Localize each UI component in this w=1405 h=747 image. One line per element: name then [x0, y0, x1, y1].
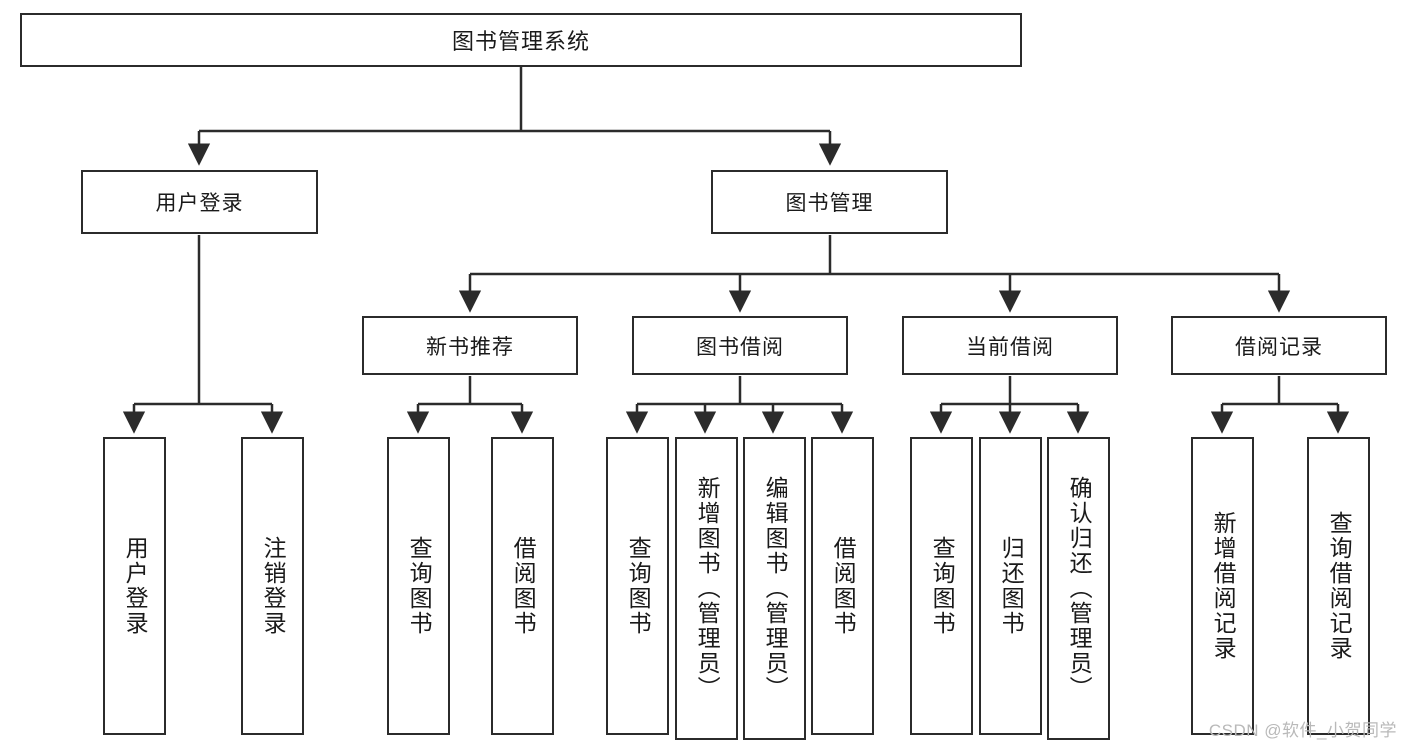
- node-label: 当前借阅: [966, 335, 1054, 359]
- node-label: 查询图书: [406, 536, 433, 636]
- node-label: 编辑图书（管理员）: [762, 476, 789, 701]
- node-label: 图书管理: [785, 192, 874, 215]
- leaf-user-login-logout[interactable]: 注销登录: [241, 437, 304, 735]
- leaf-book-borrow-borrow-books[interactable]: 借阅图书: [811, 437, 874, 735]
- node-label: 查询图书: [625, 536, 652, 636]
- node-label: 归还图书: [998, 536, 1025, 636]
- leaf-current-borrow-query-books[interactable]: 查询图书: [910, 437, 973, 735]
- node-label: 新书推荐: [426, 335, 514, 359]
- node-book-borrowing[interactable]: 图书借阅: [632, 316, 848, 375]
- leaf-book-borrow-query-books[interactable]: 查询图书: [606, 437, 669, 735]
- node-label: 查询图书: [929, 536, 956, 636]
- node-label: 借阅记录: [1235, 335, 1323, 359]
- leaf-current-borrow-confirm-return-admin[interactable]: 确认归还（管理员）: [1047, 437, 1110, 740]
- node-label: 用户登录: [122, 536, 149, 636]
- leaf-user-login-login[interactable]: 用户登录: [103, 437, 166, 735]
- node-label: 确认归还（管理员）: [1066, 476, 1093, 701]
- node-label: 注销登录: [260, 536, 287, 636]
- leaf-new-book-borrow-books[interactable]: 借阅图书: [491, 437, 554, 735]
- node-new-book-recommendation[interactable]: 新书推荐: [362, 316, 578, 375]
- node-user-login[interactable]: 用户登录: [81, 170, 318, 234]
- node-book-management[interactable]: 图书管理: [711, 170, 948, 234]
- node-label: 新增借阅记录: [1210, 511, 1237, 661]
- node-label: 图书管理系统: [451, 29, 590, 54]
- node-label: 新增图书（管理员）: [694, 476, 721, 701]
- node-root-book-management-system[interactable]: 图书管理系统: [20, 13, 1022, 67]
- leaf-book-borrow-edit-book-admin[interactable]: 编辑图书（管理员）: [743, 437, 806, 740]
- node-label: 用户登录: [155, 192, 244, 215]
- leaf-borrow-record-add-record[interactable]: 新增借阅记录: [1191, 437, 1254, 735]
- node-borrowing-record[interactable]: 借阅记录: [1171, 316, 1387, 375]
- node-label: 借阅图书: [510, 536, 537, 636]
- node-label: 借阅图书: [830, 536, 857, 636]
- csdn-watermark: CSDN @软件_小贺同学: [1208, 721, 1397, 740]
- leaf-current-borrow-return-books[interactable]: 归还图书: [979, 437, 1042, 735]
- node-label: 图书借阅: [696, 335, 784, 359]
- leaf-book-borrow-add-book-admin[interactable]: 新增图书（管理员）: [675, 437, 738, 740]
- node-label: 查询借阅记录: [1326, 511, 1353, 661]
- leaf-borrow-record-query-record[interactable]: 查询借阅记录: [1307, 437, 1370, 735]
- leaf-new-book-query-books[interactable]: 查询图书: [387, 437, 450, 735]
- node-current-borrowing[interactable]: 当前借阅: [902, 316, 1118, 375]
